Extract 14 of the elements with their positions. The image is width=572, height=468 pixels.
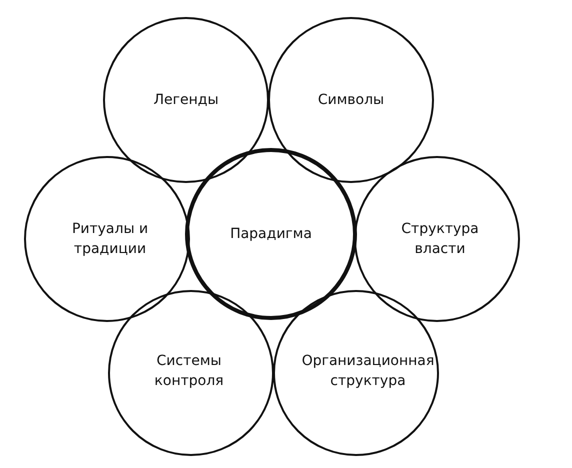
circle-label: Системы контроля	[153, 352, 225, 391]
circle-label: Символы	[316, 91, 386, 110]
circle	[24, 156, 190, 322]
circle	[103, 17, 269, 183]
circle-label: Структура власти	[400, 220, 480, 259]
circle-label: Организационная структура	[300, 352, 436, 391]
circle-label: Парадигма	[229, 225, 313, 244]
circle	[185, 148, 357, 320]
circle-label: Легенды	[152, 91, 220, 110]
circle	[268, 17, 434, 183]
circle	[273, 290, 439, 456]
circle	[354, 156, 520, 322]
circle-label: Ритуалы и традиции	[70, 220, 150, 259]
circle	[108, 290, 274, 456]
